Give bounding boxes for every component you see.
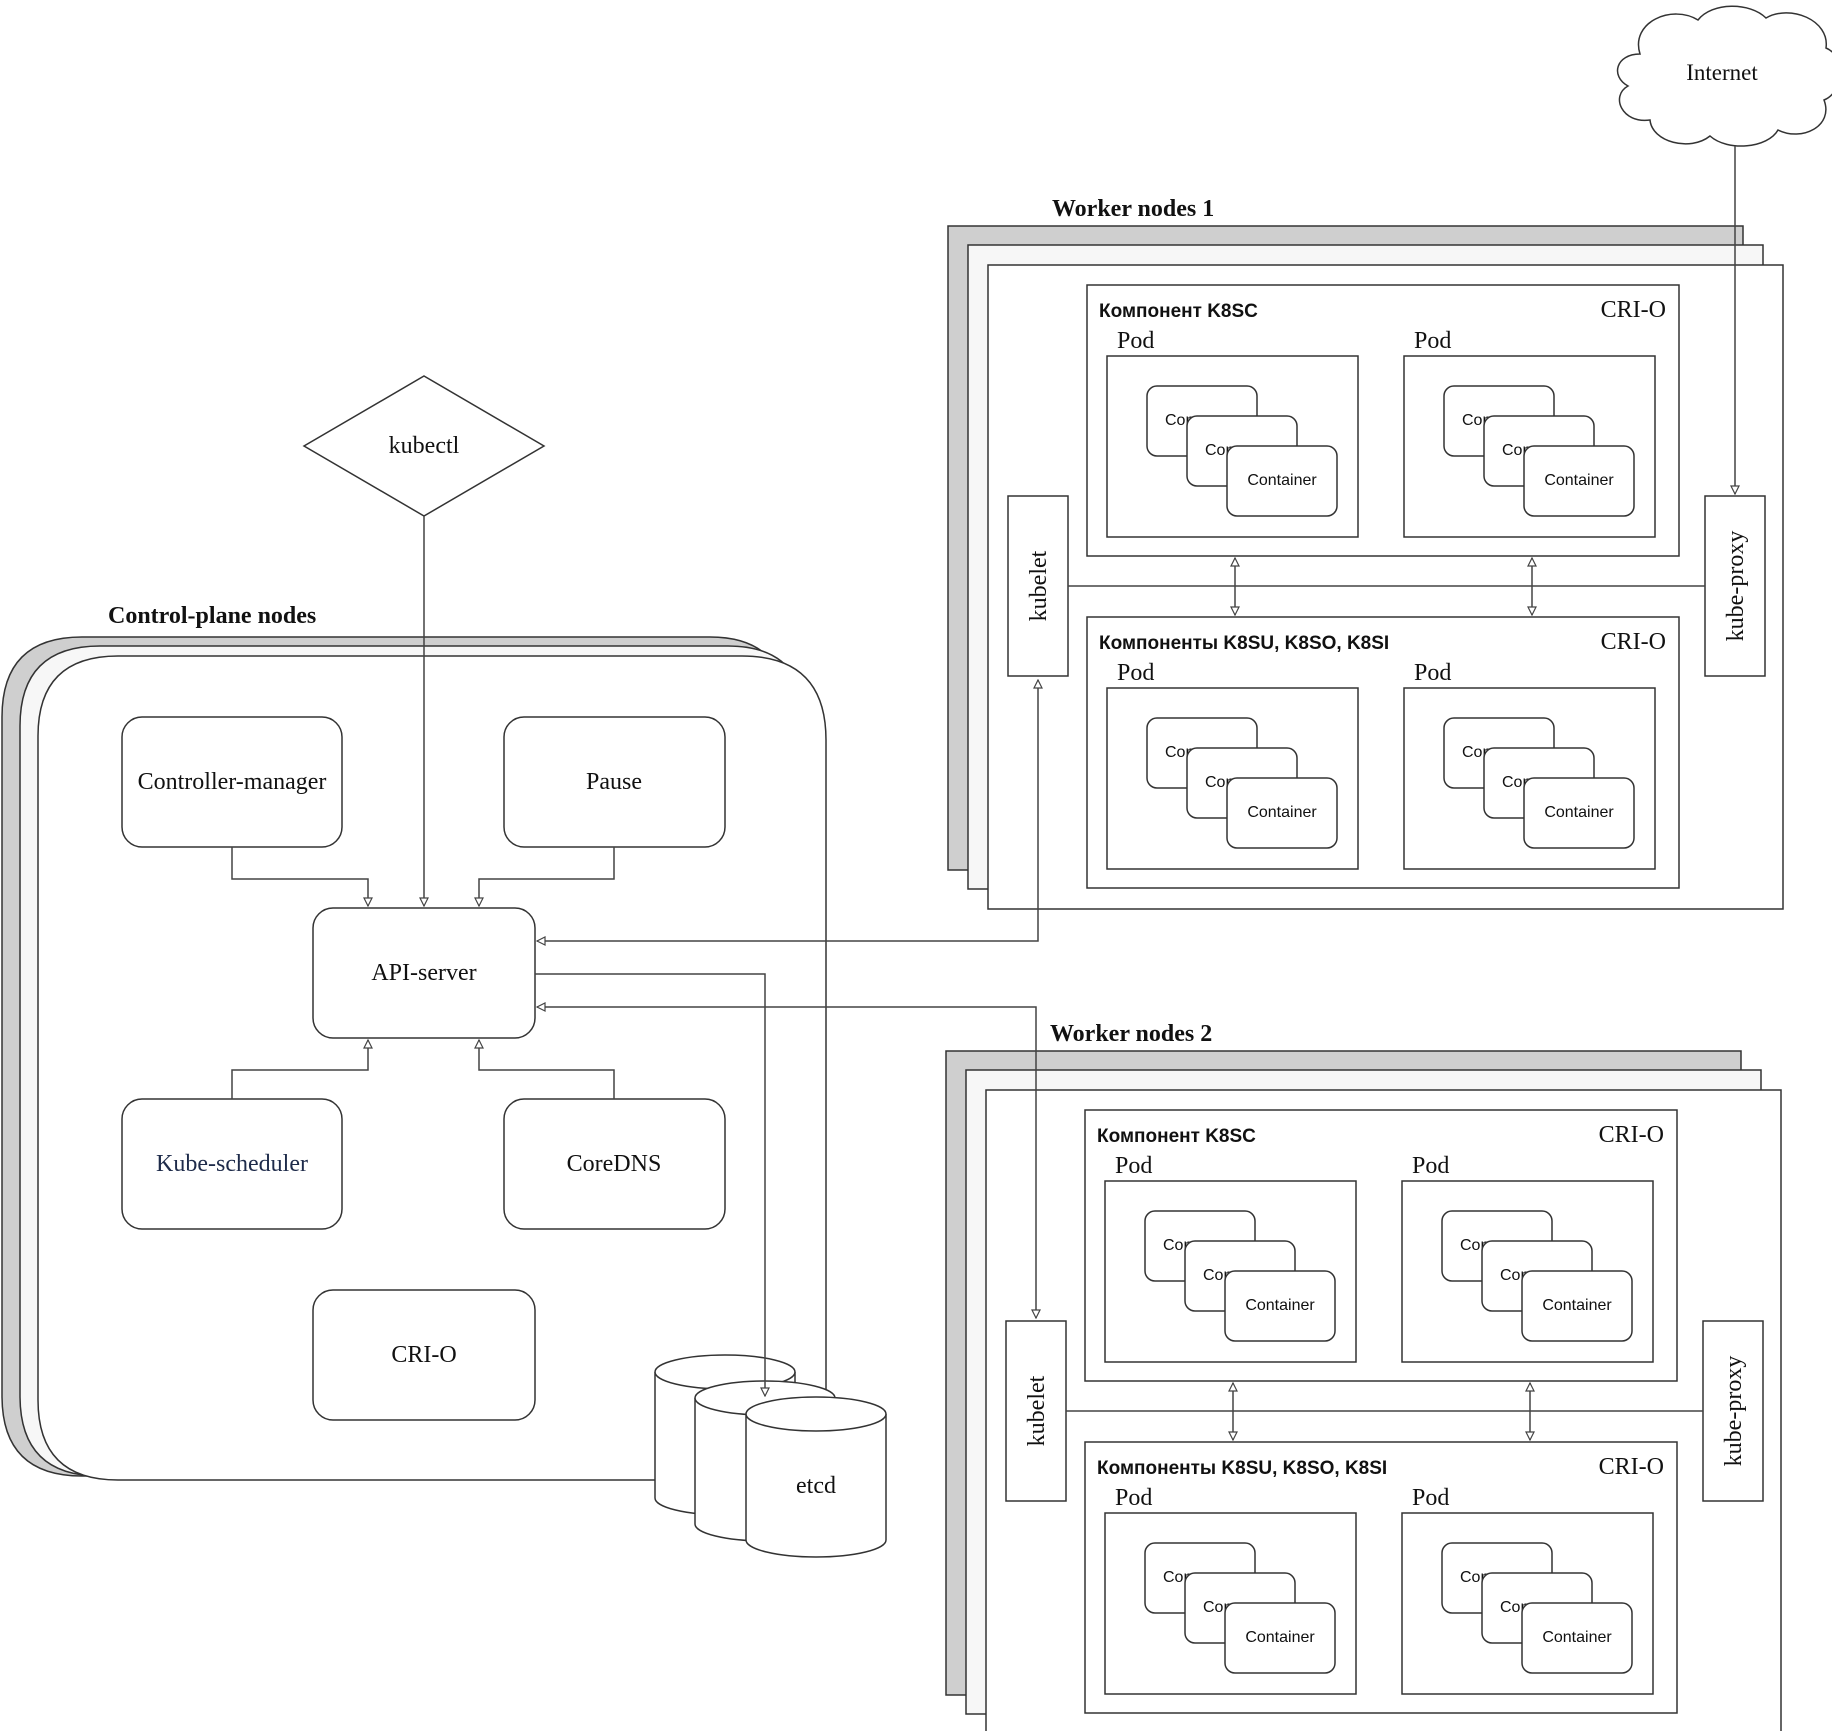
pod-label: Pod [1115, 1153, 1152, 1179]
cp-crio-label: CRI-O [391, 1342, 456, 1368]
container-label: Container [1245, 1297, 1315, 1314]
container-card [1224, 1270, 1336, 1342]
component-group-title: Компоненты K8SU, K8SO, K8SI [1099, 633, 1389, 654]
kubelet-box [1007, 495, 1069, 677]
kube-scheduler-to-api-arrow [231, 1040, 368, 1099]
etcd-cylinder-stack: etcd [654, 1354, 887, 1558]
internet-label: Internet [1686, 60, 1758, 85]
controller-manager-to-api-arrow [231, 847, 368, 906]
container-label: Container [1542, 1629, 1612, 1646]
pod-label: Pod [1117, 660, 1154, 686]
kube-scheduler-label: Kube-scheduler [156, 1151, 308, 1177]
runtime-label: CRI-O [1599, 1454, 1664, 1480]
control-plane-group: Control-plane nodes Controller-manager P… [1, 603, 887, 1558]
kubelet-label: kubelet [1024, 1375, 1050, 1446]
component-group-title: Компонент K8SC [1097, 1126, 1256, 1147]
pod-label: Pod [1115, 1485, 1152, 1511]
runtime-label: CRI-O [1599, 1122, 1664, 1148]
kube-proxy-label: kube-proxy [1723, 531, 1749, 642]
pod-label: Pod [1412, 1485, 1449, 1511]
control-plane-title: Control-plane nodes [108, 603, 316, 629]
component-group-title: Компонент K8SC [1099, 301, 1258, 322]
cluster-connectors [537, 146, 1735, 1318]
container-label: Container [1544, 472, 1614, 489]
internet-node: Internet [1616, 5, 1832, 147]
worker-nodes-title: Worker nodes 1 [1052, 196, 1214, 222]
container-label: Container [1245, 1629, 1315, 1646]
container-card [1521, 1270, 1633, 1342]
kube-proxy-label: kube-proxy [1721, 1356, 1747, 1467]
container-card [1224, 1602, 1336, 1674]
kube-proxy-box [1704, 495, 1766, 677]
api-kubelet2-arrow [537, 1007, 1036, 1318]
container-card [1226, 777, 1338, 849]
container-label: Container [1542, 1297, 1612, 1314]
pod-label: Pod [1414, 660, 1451, 686]
pod-label: Pod [1117, 328, 1154, 354]
kubectl-node: kubectl [302, 375, 546, 906]
worker-nodes-title: Worker nodes 2 [1050, 1021, 1212, 1047]
kubelet-label: kubelet [1026, 550, 1052, 621]
api-server-box [312, 907, 536, 1039]
kubectl-label: kubectl [389, 433, 460, 459]
internet-cloud-shape [1616, 5, 1832, 147]
container-card [1523, 777, 1635, 849]
etcd-label: etcd [796, 1473, 836, 1499]
controller-manager-label: Controller-manager [138, 769, 327, 795]
container-card [1226, 445, 1338, 517]
pause-label: Pause [586, 769, 642, 795]
runtime-label: CRI-O [1601, 297, 1666, 323]
cp-crio-box [312, 1289, 536, 1421]
runtime-label: CRI-O [1601, 629, 1666, 655]
container-label: Container [1247, 804, 1317, 821]
container-label: Container [1544, 804, 1614, 821]
component-group: Компоненты K8SU, K8SO, K8SI CRI-O PodConCo… [1084, 1441, 1678, 1714]
etcd-cylinder-front [745, 1396, 887, 1558]
pod-label: Pod [1414, 328, 1451, 354]
container-label: Container [1247, 472, 1317, 489]
pod-label: Pod [1412, 1153, 1449, 1179]
coredns-label: CoreDNS [567, 1151, 662, 1177]
container-card [1523, 445, 1635, 517]
kubelet-box [1005, 1320, 1067, 1502]
kubelet1-api-arrow [537, 680, 1038, 941]
api-server-label: API-server [371, 960, 476, 986]
component-group: Компоненты K8SU, K8SO, K8SI CRI-O PodConCo… [1086, 616, 1680, 889]
component-group-title: Компоненты K8SU, K8SO, K8SI [1097, 1458, 1387, 1479]
container-card [1521, 1602, 1633, 1674]
